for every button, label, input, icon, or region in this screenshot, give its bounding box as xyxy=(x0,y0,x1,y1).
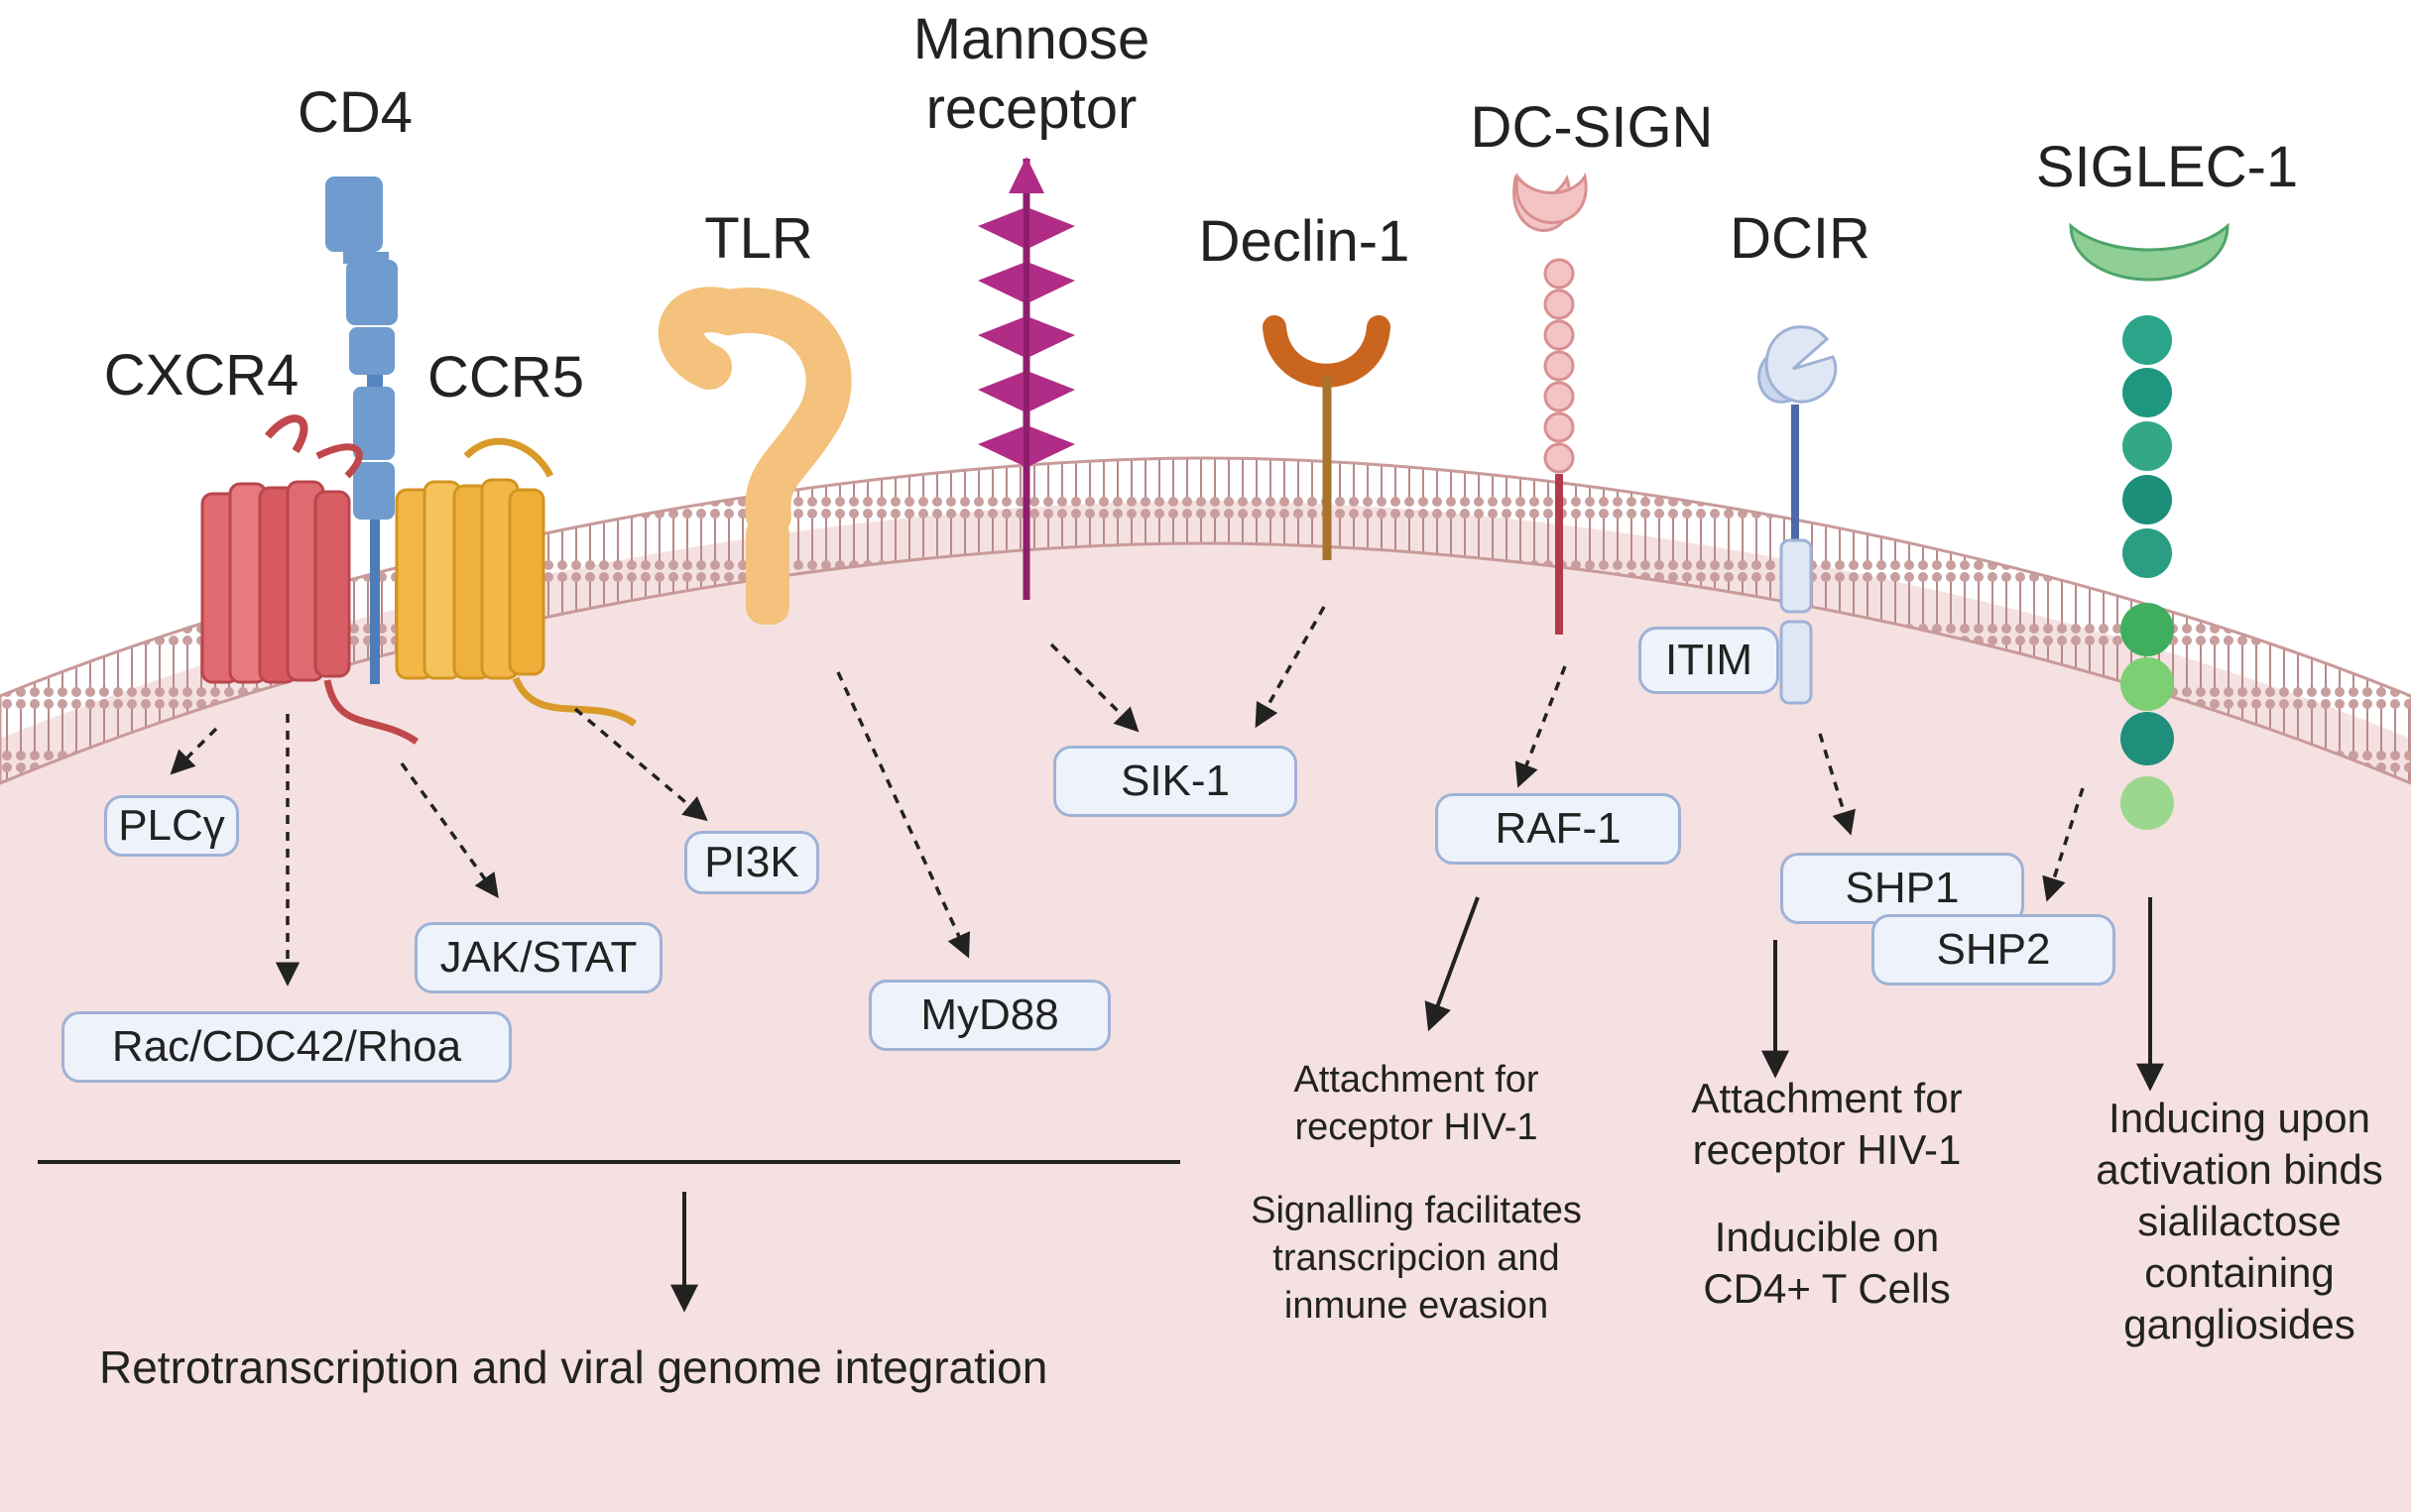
mannose-receptor xyxy=(978,157,1075,600)
dcsign-receptor xyxy=(1512,172,1588,635)
note-siglec-1: Inducing upon xyxy=(2109,1095,2370,1141)
label-cxcr4: CXCR4 xyxy=(103,343,300,407)
pill-pi3k: PI3K xyxy=(684,831,819,894)
cxcr4-receptor xyxy=(200,414,420,745)
label-dcsign: DC-SIGN xyxy=(1470,95,1714,160)
arrow-raf1-outcome xyxy=(1424,896,1480,1032)
pill-raf1: RAF-1 xyxy=(1435,793,1681,865)
cell-membrane xyxy=(0,456,2411,785)
pill-rac: Rac/CDC42/Rhoa xyxy=(61,1011,512,1083)
note-dcir-induc-2: CD4+ T Cells xyxy=(1703,1265,1951,1312)
dcir-receptor xyxy=(1757,325,1838,705)
note-dcir: Attachment for receptor HIV-1 Inducible … xyxy=(1691,1073,1962,1315)
label-mannose-line2: receptor xyxy=(925,76,1138,141)
arrow-declin1-sik1 xyxy=(1255,606,1326,729)
note-bottom-integration: Retrotranscription and viral genome inte… xyxy=(99,1341,1048,1393)
label-siglec1: SIGLEC-1 xyxy=(2035,135,2299,199)
arrow-dcir-shp1 xyxy=(1818,733,1856,836)
note-dcir-attach-2: receptor HIV-1 xyxy=(1692,1126,1962,1173)
ccr5-receptor xyxy=(395,437,638,727)
note-dcir-induc-1: Inducible on xyxy=(1714,1214,1940,1260)
note-dcsign-signal-3: inmune evasion xyxy=(1283,1285,1549,1327)
pill-sik1: SIK-1 xyxy=(1053,746,1297,817)
note-dcir-attach-1: Attachment for xyxy=(1691,1075,1963,1121)
tlr-receptor xyxy=(658,287,852,625)
pill-myd88: MyD88 xyxy=(869,980,1111,1051)
cell-cytoplasm xyxy=(0,501,2411,1512)
note-siglec-2: activation binds xyxy=(2096,1146,2383,1193)
note-siglec-4: containing xyxy=(2144,1249,2335,1296)
note-dcsign: Attachment for receptor HIV-1 Signalling… xyxy=(1251,1056,1582,1330)
label-tlr: TLR xyxy=(704,206,813,271)
pill-shp2: SHP2 xyxy=(1871,914,2115,986)
solid-arrows xyxy=(670,896,2164,1313)
arrow-tlr-myd88 xyxy=(836,671,970,959)
note-siglec: Inducing upon activation binds sialilact… xyxy=(2096,1093,2383,1350)
label-mannose-line1: Mannose xyxy=(912,7,1150,71)
pill-shp1: SHP1 xyxy=(1780,853,2024,924)
note-siglec-3: sialilactose xyxy=(2137,1198,2342,1244)
cd4-receptor xyxy=(325,176,398,684)
pill-plcg: PLCγ xyxy=(104,795,239,857)
note-dcsign-signal-2: transcripcion and xyxy=(1272,1237,1560,1279)
note-dcsign-attach-2: receptor HIV-1 xyxy=(1294,1106,1538,1148)
note-dcsign-attach-1: Attachment for xyxy=(1293,1059,1539,1101)
arrow-siglec-shp2 xyxy=(2042,787,2085,902)
siglec1-receptor xyxy=(2069,222,2230,830)
note-dcsign-signal-1: Signalling facilitates xyxy=(1251,1190,1582,1231)
arrow-ccr5-pi3k xyxy=(573,707,708,822)
dashed-arrows xyxy=(170,606,2085,987)
pill-jakstat: JAK/STAT xyxy=(415,922,663,993)
arrow-mannose-sik1 xyxy=(1049,642,1140,733)
pill-itim: ITIM xyxy=(1638,627,1779,694)
label-ccr5: CCR5 xyxy=(427,345,584,409)
label-declin1: Declin-1 xyxy=(1198,209,1410,274)
note-siglec-5: gangliosides xyxy=(2123,1301,2355,1347)
declin1-receptor xyxy=(1263,315,1390,560)
label-dcir: DCIR xyxy=(1730,206,1870,271)
arrow-dcsign-raf1 xyxy=(1514,665,1567,788)
label-mannose-receptor: Mannose receptor xyxy=(913,5,1150,144)
label-cd4: CD4 xyxy=(297,80,414,145)
